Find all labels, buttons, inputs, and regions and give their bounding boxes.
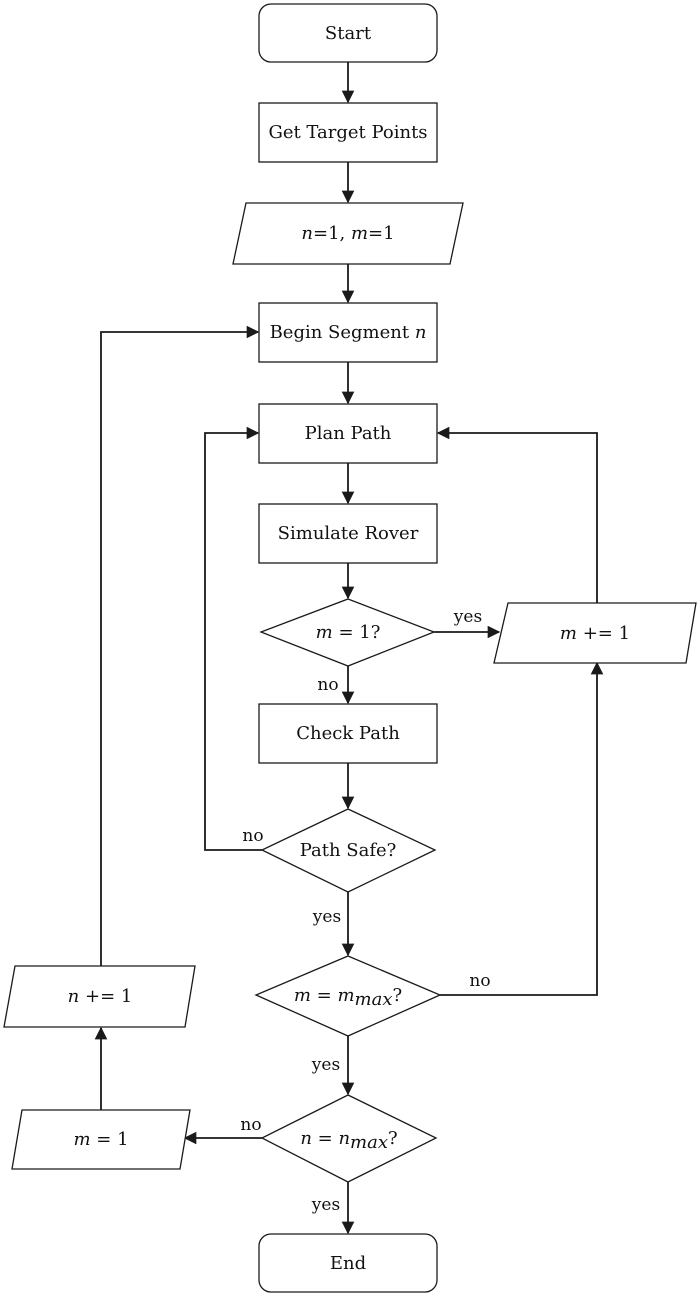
edges bbox=[94, 62, 604, 1235]
label-nmax-yes: yes bbox=[311, 1195, 340, 1215]
edge-m-max-no bbox=[440, 661, 604, 996]
begin-segment-prefix: Begin Segment bbox=[270, 322, 415, 343]
n-increment-rest: += 1 bbox=[79, 986, 132, 1007]
label-m1-yes: yes bbox=[453, 607, 482, 627]
init-n-var: n bbox=[301, 223, 313, 244]
end-node: End bbox=[258, 1233, 438, 1293]
plan-path-label: Plan Path bbox=[305, 423, 392, 444]
m-reset-var: m bbox=[73, 1129, 90, 1150]
m-reset-shape bbox=[11, 1109, 191, 1170]
edge-n-increment-to-begin-segment bbox=[100, 325, 260, 966]
n-increment-node: n += 1 bbox=[3, 965, 196, 1028]
m-equals-1-decision: m = 1? bbox=[259, 598, 436, 667]
edge-m-increment-to-plan-path bbox=[436, 426, 598, 603]
n-equals-nmax-label: n = nmax? bbox=[300, 1128, 397, 1153]
n-increment-shape bbox=[3, 965, 196, 1028]
n-increment-var: n bbox=[68, 986, 80, 1007]
begin-segment-label: Begin Segment n bbox=[270, 322, 427, 343]
edge-path-safe-no bbox=[204, 426, 262, 851]
start-shape bbox=[258, 3, 438, 63]
m-reset-rest: = 1 bbox=[91, 1129, 129, 1150]
m-equals-1-shape bbox=[259, 598, 436, 667]
simulate-rover-shape bbox=[258, 503, 438, 564]
get-target-points-node: Get Target Points bbox=[258, 102, 438, 163]
n-equals-nmax-eq: = bbox=[312, 1128, 339, 1149]
m-increment-node: m += 1 bbox=[493, 602, 697, 664]
begin-segment-var: n bbox=[415, 322, 427, 343]
label-mmax-yes: yes bbox=[311, 1055, 340, 1075]
simulate-rover-node: Simulate Rover bbox=[258, 503, 438, 564]
path-safe-label: Path Safe? bbox=[300, 840, 397, 861]
m-equals-1-label: m = 1? bbox=[316, 622, 381, 643]
path-safe-decision: Path Safe? bbox=[260, 808, 437, 893]
m-increment-rest: += 1 bbox=[577, 623, 630, 644]
m-equals-1-var: m bbox=[316, 622, 333, 643]
m-equals-mmax-eq: = bbox=[311, 985, 338, 1006]
get-target-points-shape bbox=[258, 102, 438, 163]
m-equals-1-rest: = 1? bbox=[333, 622, 381, 643]
init-end: =1 bbox=[368, 223, 395, 244]
begin-segment-node: Begin Segment n bbox=[258, 302, 438, 363]
label-nmax-no: no bbox=[240, 1115, 261, 1135]
n-equals-nmax-var: n bbox=[300, 1128, 312, 1149]
m-equals-mmax-sub: max bbox=[355, 989, 393, 1010]
plan-path-shape bbox=[258, 403, 438, 464]
label-safe-no: no bbox=[242, 826, 263, 846]
n-increment-label: n += 1 bbox=[68, 986, 133, 1007]
get-target-points-label: Get Target Points bbox=[268, 122, 427, 143]
m-increment-label: m += 1 bbox=[560, 623, 630, 644]
init-counters-shape bbox=[232, 202, 464, 265]
simulate-rover-label: Simulate Rover bbox=[278, 523, 419, 544]
check-path-node: Check Path bbox=[258, 703, 438, 764]
m-reset-node: m = 1 bbox=[11, 1109, 191, 1170]
init-counters-label: n=1, m=1 bbox=[301, 223, 394, 244]
m-increment-shape bbox=[493, 602, 697, 664]
m-reset-label: m = 1 bbox=[73, 1129, 128, 1150]
n-equals-nmax-sub: max bbox=[350, 1132, 388, 1153]
m-equals-mmax-shape bbox=[254, 955, 442, 1037]
end-label: End bbox=[330, 1253, 366, 1274]
edge-labels: yes no no yes no yes no yes bbox=[240, 607, 490, 1215]
m-equals-mmax-m: m bbox=[337, 985, 354, 1006]
n-equals-nmax-decision: n = nmax? bbox=[260, 1094, 438, 1183]
init-counters-node: n=1, m=1 bbox=[232, 202, 464, 265]
begin-segment-shape bbox=[258, 302, 438, 363]
init-m-var: m bbox=[351, 223, 368, 244]
m-equals-mmax-decision: m = mmax? bbox=[254, 955, 442, 1037]
check-path-label: Check Path bbox=[296, 723, 400, 744]
start-label: Start bbox=[325, 23, 372, 44]
plan-path-node: Plan Path bbox=[258, 403, 438, 464]
n-equals-nmax-q: ? bbox=[388, 1128, 398, 1149]
check-path-shape bbox=[258, 703, 438, 764]
label-mmax-no: no bbox=[469, 971, 490, 991]
path-safe-shape bbox=[260, 808, 437, 893]
init-mid: =1, bbox=[313, 223, 351, 244]
label-safe-yes: yes bbox=[312, 907, 341, 927]
m-equals-mmax-label: m = mmax? bbox=[294, 985, 402, 1010]
m-equals-mmax-var: m bbox=[294, 985, 311, 1006]
end-shape bbox=[258, 1233, 438, 1293]
start-node: Start bbox=[258, 3, 438, 63]
n-equals-nmax-n: n bbox=[338, 1128, 350, 1149]
label-m1-no: no bbox=[317, 675, 338, 695]
m-increment-var: m bbox=[560, 623, 577, 644]
m-equals-mmax-q: ? bbox=[392, 985, 402, 1006]
n-equals-nmax-shape bbox=[260, 1094, 438, 1183]
